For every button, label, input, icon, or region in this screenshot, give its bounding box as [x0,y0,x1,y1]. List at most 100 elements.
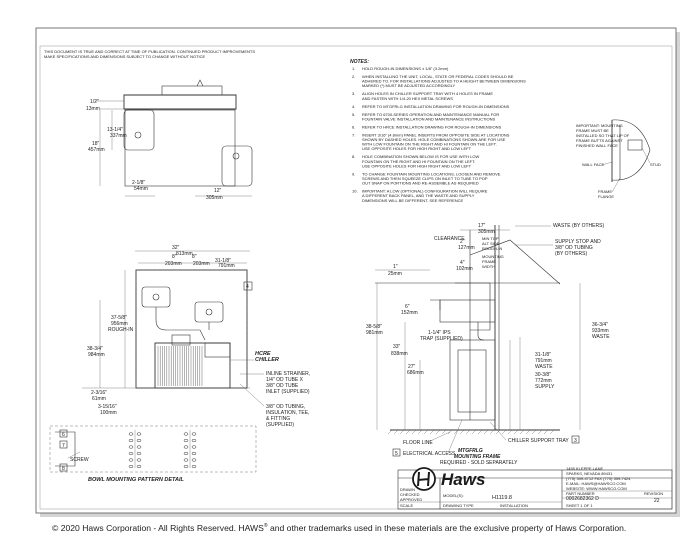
note-line: A DIFFERENT BACK PANEL, AND THE WASTE AN… [362,193,475,198]
dim-791mm: 791mm [218,263,235,269]
dim-100mm: 100mm [100,410,117,416]
dim-152mm: 152mm [401,310,418,316]
models-label: MODEL(S): [443,493,464,498]
front-view: 32" 813mm 31-1/8" 791mm 8" 203mm 8" 203m… [82,245,310,428]
dim-8-b: 8" [192,254,197,260]
haws-logo: Haws [412,467,485,491]
tubing-label-4: (SUPPLIED) [266,422,294,428]
note-line: REFER TO MTGFRLG INSTALLATION DRAWING FO… [362,104,510,109]
dim-12: 12" [214,188,222,194]
top-view-drain-1 [134,131,142,139]
note-line: WHEN INSTALLING THE UNIT, LOCAL, STATE O… [362,74,514,79]
disclaimer-line-2: MAKE SPECIFICATIONS AND DIMENSIONS SUBJE… [44,54,206,59]
dim-2-3-16: 2-3/16" [91,390,107,396]
note-line: ALIGN HOLES IN CHILLER SUPPORT TRAY WITH… [362,91,493,96]
hrce-label: HCRE [255,351,271,357]
dim-38-3-4: 38-3/4" [87,346,103,352]
note-line: SCREWS AND THEN SQUEEZE CLIPS ON INLET T… [362,176,488,181]
screw-label: SCREW [70,457,89,463]
frame-1: MOUNTING [482,254,504,259]
disclaimer-line-1: THIS DOCUMENT IS TRUE AND CORRECT AT TIM… [44,49,255,54]
copyright-notice: © 2020 Haws Corporation - All Rights Res… [52,523,672,533]
note-line: FOUNTAIN ON THE RIGHT AND HI FOUNTAIN ON… [362,159,475,164]
bowl-callout-6: 6 [62,432,65,438]
dim-337mm: 337mm [110,133,127,139]
mtgfrlg-label: MTGFRLG [458,448,483,454]
frame-flange-2: FLANGE [598,194,614,199]
dim-13-1-4: 13-1/4" [107,127,123,133]
dim-1: 1" [393,264,398,270]
chiller-tray-label: CHILLER SUPPORT TRAY [508,438,569,444]
note-number: 5. [352,112,355,117]
dim-772mm: 772mm [535,378,552,384]
top-view-high-bowl [123,109,155,151]
dim-31-1-8: 31-1/8" [215,258,231,264]
side-view: 1" 25mm 17" 305mm CLEARANCE 2" 127mm MIN… [366,223,610,466]
meta-approved: APPROVED [400,497,422,502]
top-view-low-bowl [221,145,253,187]
note-line: IMPORTANT: A LOW (OPTIONAL) CONFIGURATIO… [362,189,488,194]
note-number: 6. [352,124,355,129]
dim-2-1-8: 2-1/8" [132,180,145,186]
dim-61mm: 61mm [92,396,106,402]
top-view: 1/2" 13mm 13-1/4" 337mm 18" 457mm 2-1/8"… [86,79,253,201]
dim-half-in: 1/2" [90,99,99,105]
dim-25mm: 25mm [388,271,402,277]
note-number: 8. [352,154,355,159]
note-line: AND FASTEN WITH 1/4-20 HEX METAL SCREWS [362,96,453,101]
address-4: E-MAIL: HAWS@HAWSCO.COM [566,481,626,486]
top-view-bubbler [196,79,204,87]
note-line: REFER TO 6700-SERIES OPERATION AND MAINT… [362,112,499,117]
top-view-drain-2 [232,152,240,160]
strainer-label-4: INLET (SUPPLIED) [266,389,310,395]
registered-mark: ® [263,523,268,530]
dim-457mm: 457mm [88,147,105,153]
inner-border [39,45,673,510]
dim-838mm: 838mm [391,351,408,357]
trap-2: TRAP (SUPPLIED) [420,336,463,342]
waste-by-others: WASTE (BY OTHERS) [553,223,604,229]
note-line: MARKED (*) MUST BE ADJUSTED ACCORDINGLY [362,83,456,88]
note-line: HOLE COMBINATION SHOWN BELOW IS FOR USE … [362,154,479,159]
dim-686mm: 686mm [407,370,424,376]
dim-27: 27" [408,364,416,370]
dim-8-a: 8" [172,254,177,260]
bowl-hole-pattern [128,430,197,469]
title-block: Haws 1455 KLEPPE LANE SPARKS, NEVADA 894… [397,466,673,510]
dim-4: 4" [460,260,465,266]
dim-813mm: 813mm [176,251,193,257]
dim-3-15-16: 3-15/16" [98,404,117,410]
note-line: HOLD ROUGH-IN DIMENSIONS ± 1/8" (3.2mm) [362,66,449,71]
dim-203mm-a: 203mm [165,261,182,267]
side-view-bowl [439,299,496,323]
revision-label: REVISION [644,491,663,496]
dim-2: 2" [460,239,465,245]
note-line: USE OPPOSITE HOLES FOR HIGH RIGHT AND LO… [362,163,472,168]
note-number: 3. [352,91,355,96]
bowl-callout-8: 8 [62,466,65,472]
strainer-label-3: 3/8" OD TUBE [266,383,299,389]
side-callout-5: 5 [395,451,398,457]
side-callout-3: 3 [574,438,577,444]
supply-stop-2: 3/8" OD TUBING [555,245,593,251]
dim-rough-in: ROUGH-IN [108,327,134,333]
part-number: 0002682362 D [566,496,599,502]
dim-36-3-4: 36-3/4" [592,322,608,328]
tubing-label-3: & FITTING [266,416,290,422]
strainer-label-2: 1/4" OD TUBE X [266,377,304,383]
dim-54mm: 54mm [134,186,148,192]
supply-stop-3: (BY OTHERS) [555,251,587,257]
meta-installation: INSTALLATION [500,503,528,508]
dim-305mm-side: 305mm [478,229,495,235]
mounting-frame-label: MOUNTING FRAME [454,454,501,460]
min-top-3: ROUGH-IN [482,246,502,251]
tubing-label-1: 3/8" OD TUBING, [266,404,305,410]
meta-scale: SCALE [400,503,413,508]
note-number: 10. [352,189,358,194]
important-4: FRAME BUTTS AGAINST [576,138,623,143]
dim-933mm: 933mm [592,328,609,334]
note-line: ADHERED TO. FOR INSTALLATIONS ADJUSTED T… [362,79,526,84]
wall-face-label: WALL FACE [582,162,604,167]
clearance-label: CLEARANCE [434,236,465,242]
part-number-label: PART NUMBER [566,491,595,496]
